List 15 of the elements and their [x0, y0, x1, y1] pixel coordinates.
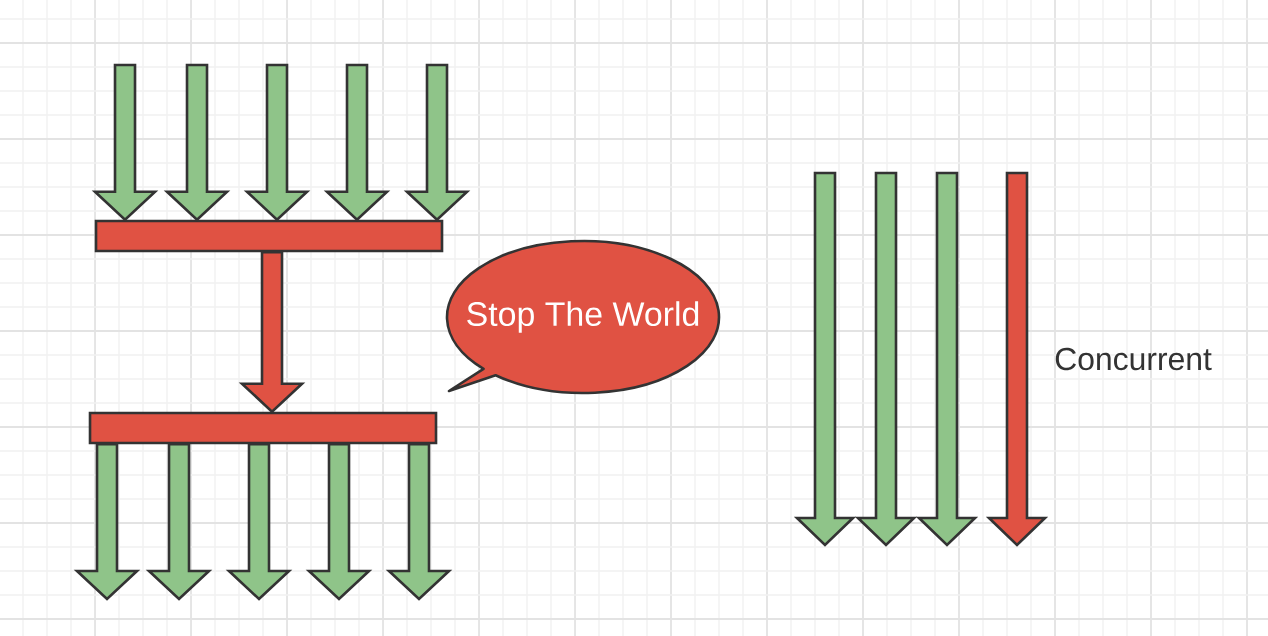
- block-arrow: [145, 443, 213, 601]
- block-arrow: [91, 63, 159, 222]
- block-arrow: [73, 443, 141, 601]
- block-arrow: [225, 443, 293, 601]
- bar: [88, 411, 438, 445]
- block-arrow: [163, 63, 231, 222]
- block-arrow: [385, 443, 453, 601]
- block-arrow: [238, 251, 306, 414]
- block-arrow: [323, 63, 391, 222]
- bar: [94, 219, 444, 253]
- label: Concurrent: [1055, 347, 1212, 371]
- block-arrow: [403, 63, 471, 222]
- block-arrow: [305, 443, 373, 601]
- block-arrow: [243, 63, 311, 222]
- speech-bubble: Stop The World: [445, 239, 721, 395]
